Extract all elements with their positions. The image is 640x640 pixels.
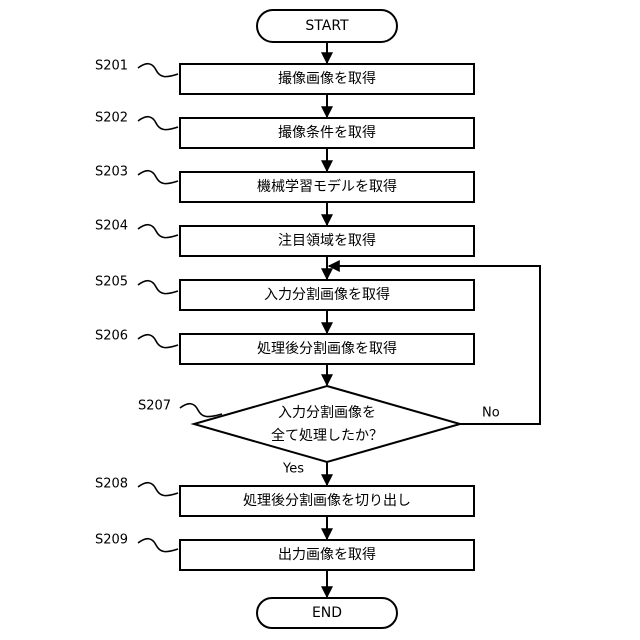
step-id-s204: S204: [95, 219, 128, 234]
end-terminator: END: [257, 598, 397, 628]
step-text-s209: 出力画像を取得: [278, 546, 376, 563]
step-id-s201: S201: [95, 59, 128, 74]
decision-squiggle-s207: [180, 404, 222, 417]
decision-s207: S207 入力分割画像を 全て処理したか？ No Yes: [138, 386, 500, 477]
decision-text-line-1: 入力分割画像を: [278, 404, 376, 421]
no-branch-label: No: [482, 406, 500, 421]
step-s206: S206 処理後分割画像を取得: [95, 329, 474, 365]
decision-diamond: [194, 386, 460, 462]
step-squiggle-s205: [138, 281, 178, 294]
start-label: START: [305, 18, 349, 34]
step-squiggle-s208: [138, 483, 178, 496]
step-s208: S208 処理後分割画像を切り出し: [95, 477, 474, 517]
step-id-s202: S202: [95, 111, 128, 126]
yes-branch-label: Yes: [282, 462, 304, 477]
step-id-s203: S203: [95, 165, 128, 180]
step-squiggle-s206: [138, 335, 178, 348]
decision-text-line-2: 全て処理したか？: [271, 427, 383, 444]
step-text-s205: 入力分割画像を取得: [264, 286, 390, 303]
step-text-s202: 撮像条件を取得: [278, 124, 376, 141]
step-id-s206: S206: [95, 329, 128, 344]
step-squiggle-s204: [138, 225, 178, 238]
step-text-s208: 処理後分割画像を切り出し: [243, 492, 411, 509]
step-id-s205: S205: [95, 275, 128, 290]
step-s201: S201 撮像画像を取得: [95, 59, 474, 95]
decision-id-s207: S207: [138, 399, 171, 414]
step-text-s206: 処理後分割画像を取得: [257, 340, 397, 357]
step-s203: S203 機械学習モデルを取得: [95, 165, 474, 203]
step-squiggle-s202: [138, 117, 178, 130]
step-squiggle-s209: [138, 539, 178, 552]
step-squiggle-s201: [138, 64, 178, 77]
step-id-s208: S208: [95, 477, 128, 492]
step-s209: S209 出力画像を取得: [95, 533, 474, 571]
start-terminator: START: [257, 10, 397, 42]
step-s205: S205 入力分割画像を取得: [95, 275, 474, 311]
step-squiggle-s203: [138, 171, 178, 184]
end-label: END: [312, 605, 342, 621]
step-text-s203: 機械学習モデルを取得: [257, 178, 397, 195]
step-s202: S202 撮像条件を取得: [95, 111, 474, 149]
step-text-s201: 撮像画像を取得: [278, 70, 376, 87]
step-id-s209: S209: [95, 533, 128, 548]
step-text-s204: 注目領域を取得: [278, 232, 376, 249]
step-s204: S204 注目領域を取得: [95, 219, 474, 257]
